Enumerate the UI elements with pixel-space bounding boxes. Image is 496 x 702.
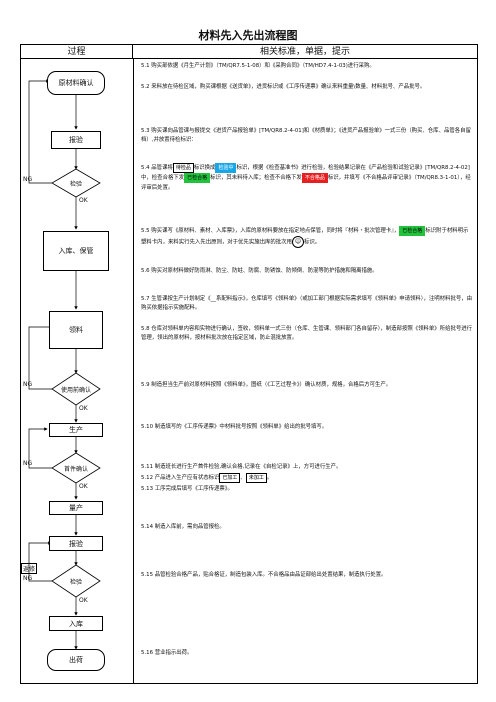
ng-label: NG (23, 575, 33, 582)
ok-label: OK (79, 405, 88, 412)
ng-label: NG (23, 381, 33, 388)
flow-table: 过程 相关标准，单据，提示 (20, 44, 478, 684)
step-5-6: 5.6 购买对原材料做好防雨淋、防尘、防蛀、防腐、防锈蚀、防倾倒、防混等防护措施… (141, 268, 378, 274)
node-inspection: 检验 (69, 181, 82, 188)
step-5-9: 5.9 制造担当生产前对原材料按照《领料单》，图纸（《工艺过程卡》）确认材质，规… (141, 382, 392, 388)
step-5-16: 5.16 营业指示出荷。 (141, 650, 193, 656)
rework-label: 返修 (21, 563, 38, 574)
node-shipment: 出荷 (47, 649, 105, 671)
column-divider (133, 59, 134, 683)
step-5-10: 5.10 制造填写的《工序传递票》中材料批号按照《领料单》给出的批号填写。 (141, 424, 328, 430)
step-5-2: 5.2 来料放在待检区域，购买课根据《送货单》，进货标识或《工序传递票》确认来料… (141, 84, 426, 90)
smiley-icon: ☺ (291, 236, 304, 249)
chip-under-inspection: 检验中 (215, 163, 237, 173)
ok-label: OK (79, 197, 88, 204)
chip-awaiting-inspection: 待检品 (172, 163, 194, 173)
node-storage: 入库、保管 (43, 231, 109, 271)
node-material-requisition: 领料 (49, 311, 103, 349)
node-report-inspection-2: 报验 (49, 536, 103, 551)
step-5-8: 5.8 仓库对领料单内容和实物进行确认，签收，领料单一式三份（仓库、生管课、领料… (141, 326, 473, 342)
step-5-13: 5.13 工序完成后填写《工序传递票》。 (141, 486, 233, 492)
step-5-12: 5.12 产品进入生产应有状态标识已加工、未加工。 (141, 473, 273, 483)
flowchart-connectors (28, 79, 101, 650)
node-warehousing: 入库 (49, 616, 103, 631)
chip-passed-2: 已检合格 (399, 226, 426, 236)
step-5-5: 5.5 购买课写《原材料、素材、入库票》，入库的原材料要放在指定地点保管，同时将… (141, 226, 473, 249)
ng-label: NG (23, 460, 33, 467)
step-5-14: 5.14 制造入库前，需向品管报检。 (141, 524, 225, 530)
chip-unprocessed: 未加工 (245, 473, 267, 483)
step-5-15: 5.15 品管检验合格产品，贴合格证，制造包装入库。不合格品由品证部给出处置结果… (141, 572, 387, 578)
ng-label: NG (23, 176, 33, 183)
step-5-11: 5.11 制造班长进行生产首件检验,确认合格,记录在《自检记录》上，方可进行生产… (141, 464, 342, 470)
ok-label: OK (79, 483, 88, 490)
node-production: 生产 (49, 423, 103, 437)
step-5-1: 5.1 购买部依据《月生产计划》（TM/QR7.5-1-08）和《采购合同》（T… (141, 63, 375, 69)
column-header-standards: 相关标准，单据，提示 (133, 45, 477, 59)
column-header-process: 过程 (21, 45, 133, 59)
chip-failed: 不合格品 (301, 173, 328, 184)
step-5-7: 5.7 生管课按生产计划制定《__系配料指示》，仓库填写《领料单》（或加工部门根… (141, 296, 473, 312)
page-title: 材料先入先出流程图 (198, 29, 298, 42)
node-mass-production: 量产 (49, 501, 103, 515)
node-pre-use-confirm: 使用前确认 (60, 387, 91, 394)
chip-passed: 已检合格 (184, 173, 211, 184)
step-5-4: 5.4 品管课将待检品标识换成检验中标识，根据《检查基准书》进行检验，检验结果记… (141, 163, 471, 191)
ok-label: OK (79, 597, 88, 604)
node-inspection-2: 检验 (69, 579, 82, 586)
node-raw-material-confirm: 原材料确认 (47, 71, 105, 95)
chip-processed: 已加工 (219, 473, 241, 483)
step-5-3: 5.3 购买课向品管课与报提交《进货产品报验单》[TM/QR8.2-4-01]和… (141, 128, 471, 144)
node-first-piece-confirm: 首件确认 (63, 466, 88, 473)
node-report-inspection: 报验 (51, 131, 101, 149)
